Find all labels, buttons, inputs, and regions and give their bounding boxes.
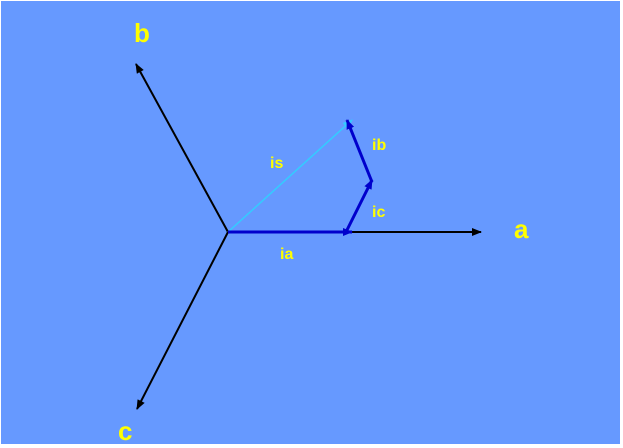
- axis-b-label: b: [134, 18, 150, 48]
- vector-ib-arrow: [345, 119, 374, 183]
- axis-c-arrow: [136, 231, 229, 410]
- vector-ic-arrow: [344, 179, 374, 233]
- axis-c-label: c: [118, 416, 132, 446]
- axis-b-arrow: [135, 63, 229, 233]
- vector-ia-label: ia: [280, 246, 293, 263]
- vector-ib-label: ib: [372, 137, 386, 154]
- vector-is-label: is: [270, 155, 283, 172]
- vector-ic-label: ic: [372, 204, 385, 221]
- axis-a-label: a: [514, 214, 529, 244]
- vector-is-arrow: [227, 119, 353, 233]
